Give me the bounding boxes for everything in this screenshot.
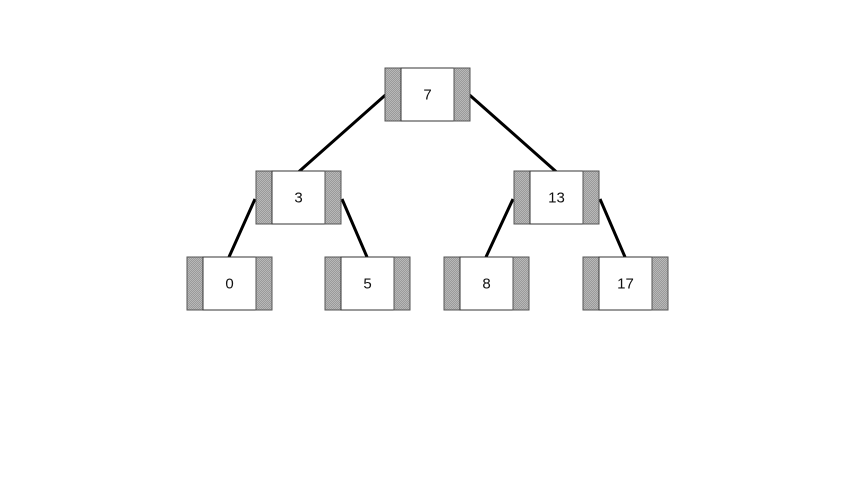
right-pointer-cell bbox=[512, 256, 530, 311]
left-pointer-cell bbox=[324, 256, 342, 311]
right-pointer-cell bbox=[651, 256, 669, 311]
edge-n3-n5 bbox=[340, 198, 369, 258]
left-pointer-cell bbox=[255, 170, 273, 225]
tree-node-17: 17 bbox=[582, 256, 669, 311]
value-cell bbox=[340, 256, 395, 311]
node-value-label: 7 bbox=[423, 87, 431, 104]
value-cell bbox=[459, 256, 514, 311]
edge-n7-n3 bbox=[297, 93, 387, 174]
nodes-layer: 7 3 13 0 5 8 17 bbox=[186, 67, 669, 311]
right-pointer-cell bbox=[453, 67, 471, 122]
edge-n13-n8 bbox=[484, 198, 515, 258]
node-value-label: 0 bbox=[225, 276, 233, 293]
tree-node-13: 13 bbox=[513, 170, 600, 225]
value-cell bbox=[202, 256, 257, 311]
right-pointer-cell bbox=[255, 256, 273, 311]
edge-n3-n0 bbox=[227, 198, 257, 258]
edge-n7-n13 bbox=[468, 93, 558, 174]
edges-layer bbox=[227, 93, 627, 258]
tree-node-8: 8 bbox=[443, 256, 530, 311]
left-pointer-cell bbox=[582, 256, 600, 311]
left-pointer-cell bbox=[443, 256, 461, 311]
left-pointer-cell bbox=[513, 170, 531, 225]
left-pointer-cell bbox=[384, 67, 402, 122]
node-value-label: 3 bbox=[294, 190, 302, 207]
left-pointer-cell bbox=[186, 256, 204, 311]
tree-node-3: 3 bbox=[255, 170, 342, 225]
value-cell bbox=[598, 256, 653, 311]
edge-n13-n17 bbox=[598, 198, 627, 258]
node-value-label: 8 bbox=[482, 276, 490, 293]
tree-node-7: 7 bbox=[384, 67, 471, 122]
node-value-label: 13 bbox=[548, 190, 565, 207]
tree-node-0: 0 bbox=[186, 256, 273, 311]
value-cell bbox=[400, 67, 455, 122]
right-pointer-cell bbox=[582, 170, 600, 225]
right-pointer-cell bbox=[393, 256, 411, 311]
node-value-label: 17 bbox=[617, 276, 634, 293]
tree-node-5: 5 bbox=[324, 256, 411, 311]
node-value-label: 5 bbox=[363, 276, 371, 293]
right-pointer-cell bbox=[324, 170, 342, 225]
